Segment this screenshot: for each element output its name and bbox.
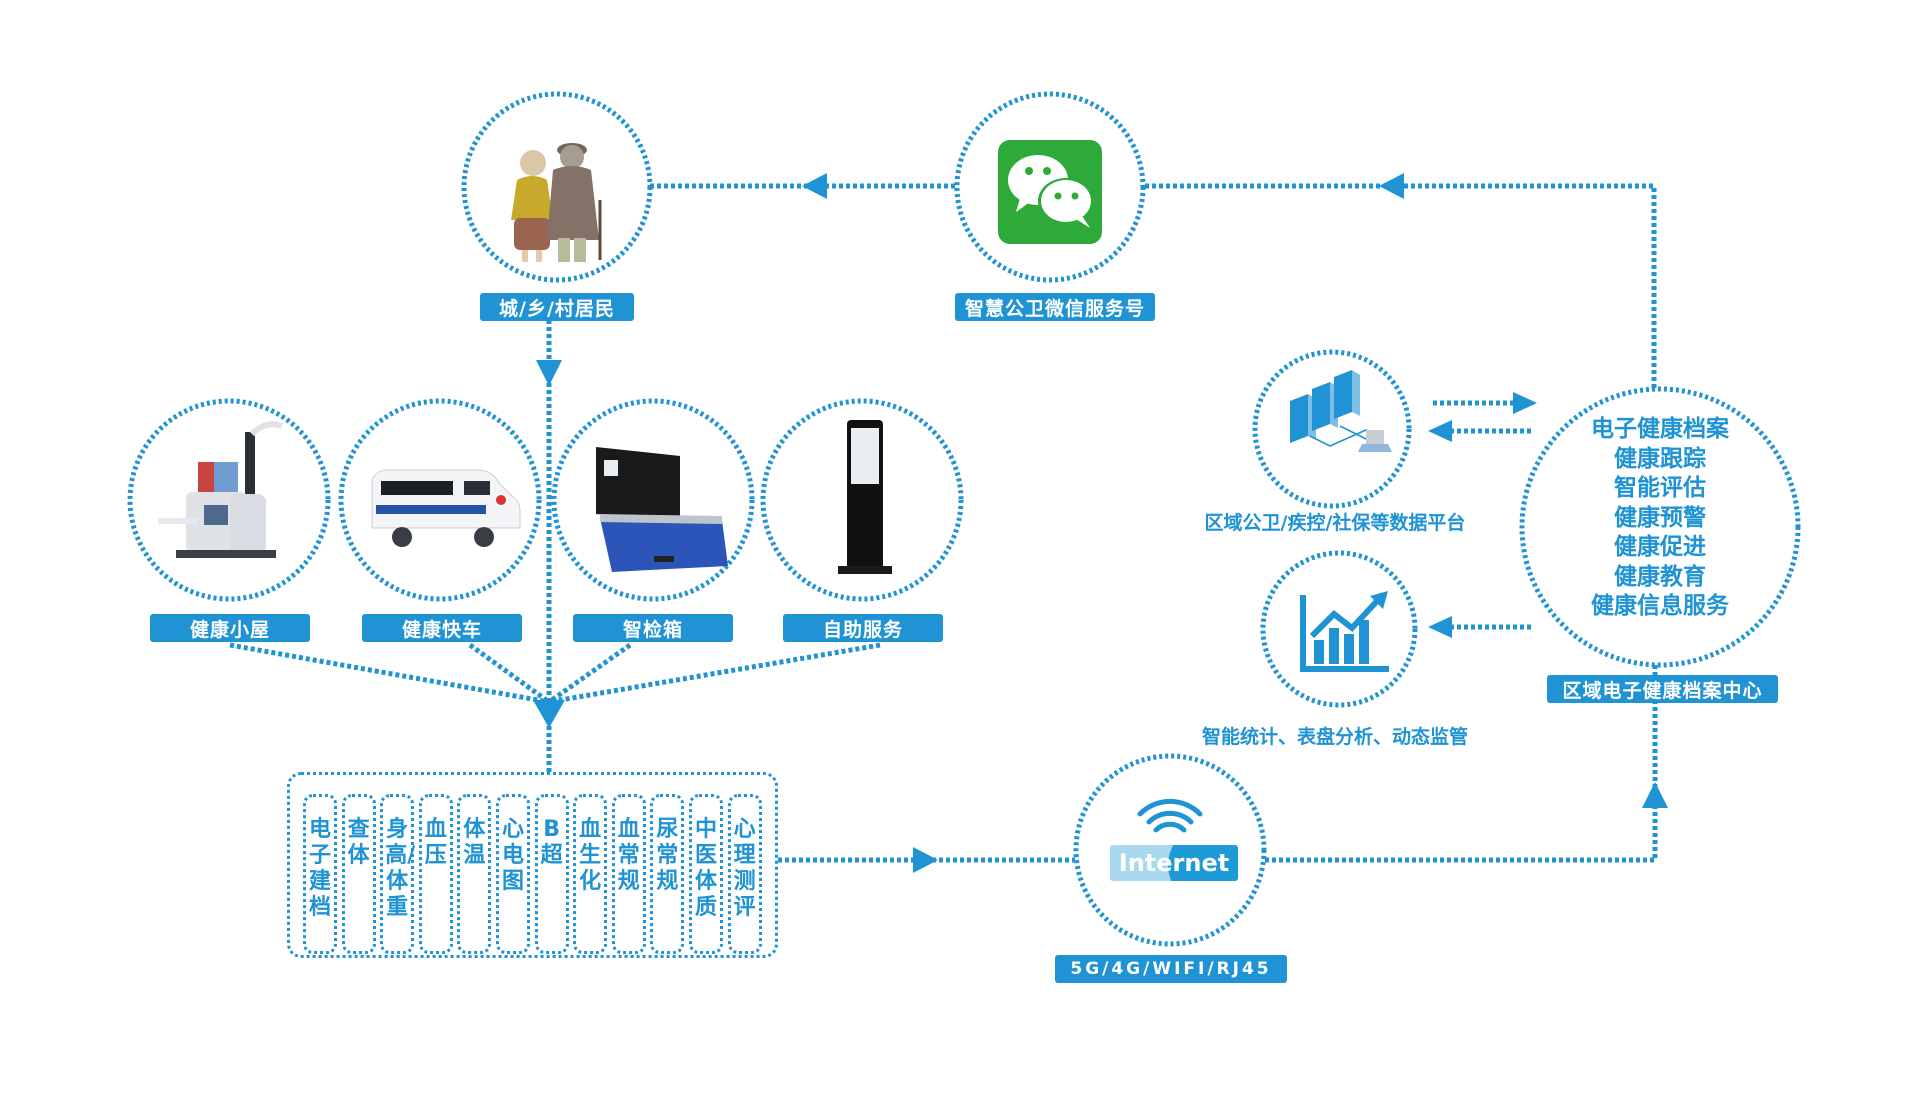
connector-selfservice xyxy=(548,642,881,705)
statistics-label: 智能统计、表盘分析、动态监管 xyxy=(1201,726,1468,748)
checkup-item-label: 血压 xyxy=(424,817,447,868)
checkup-item-label: 心电图 xyxy=(501,817,524,894)
service-item: 健康促进 xyxy=(1614,534,1706,560)
checkup-item: 体温 xyxy=(457,794,492,954)
checkup-item: 心理测评 xyxy=(727,794,762,954)
checkup-item: 血压 xyxy=(418,794,453,954)
service-item: 健康跟踪 xyxy=(1614,445,1706,472)
wechat-label: 智慧公卫微信服务号 xyxy=(955,293,1155,321)
medical-van-icon xyxy=(371,469,521,547)
health-kiosk-icon xyxy=(158,421,284,558)
checkup-item: 心电图 xyxy=(496,794,530,954)
data-platform-label: 区域公卫/疾控/社保等数据平台 xyxy=(1204,512,1466,534)
checkup-item-label: B超 xyxy=(540,817,563,868)
arrow-left-icon xyxy=(1428,616,1452,638)
checkup-item-label: 血生化 xyxy=(579,817,602,894)
checkup-item: 血常规 xyxy=(611,794,646,954)
device-label-kit: 智检箱 xyxy=(573,614,733,642)
wechat-icon xyxy=(998,140,1102,244)
checkup-item: 查体 xyxy=(341,794,376,954)
record-center-label: 区域电子健康档案中心 xyxy=(1547,675,1778,703)
network-types-label: 5G/4G/WIFI/RJ45 xyxy=(1055,955,1287,983)
checkup-item: 中医体质 xyxy=(689,794,723,954)
checkup-item-label: 中医体质 xyxy=(694,817,717,920)
growth-chart-icon xyxy=(1300,591,1389,672)
arrow-left-icon xyxy=(1379,173,1404,199)
checkup-item-label: 血常规 xyxy=(617,817,640,894)
checkup-item: 身高/体重 xyxy=(380,794,416,954)
arrow-down-icon xyxy=(533,700,565,728)
wifi-icon xyxy=(1137,798,1203,833)
medical-kit-icon xyxy=(596,447,728,572)
arrow-right-icon xyxy=(1513,392,1537,414)
checkup-item: B超 xyxy=(534,794,569,954)
checkup-item-label: 心理测评 xyxy=(733,817,756,920)
device-label-selfservice: 自助服务 xyxy=(783,614,943,642)
service-item: 健康教育 xyxy=(1614,563,1706,590)
checkup-item: 尿常规 xyxy=(650,794,685,954)
record-center-circle xyxy=(1519,386,1801,668)
self-service-terminal-icon xyxy=(838,420,892,574)
service-item: 电子健康档案 xyxy=(1591,416,1729,442)
server-network-icon xyxy=(1290,370,1392,452)
connector-kit xyxy=(547,642,632,705)
arrow-left-icon xyxy=(1428,420,1452,442)
internet-badge: Internet xyxy=(1110,845,1238,881)
platform-circle xyxy=(1252,349,1412,509)
service-item: 健康预警 xyxy=(1614,504,1706,531)
elderly-couple-icon xyxy=(511,143,602,262)
service-item: 健康信息服务 xyxy=(1591,593,1729,619)
connector-van xyxy=(468,642,551,705)
arrow-up-icon xyxy=(1642,782,1668,808)
service-item: 智能评估 xyxy=(1614,475,1706,501)
checkup-item: 电子建档 xyxy=(303,794,337,954)
arrow-right-icon xyxy=(913,847,938,873)
connector-center-to-wechat xyxy=(1145,183,1657,388)
checkup-item: 血生化 xyxy=(573,794,608,954)
internet-text: Internet xyxy=(1118,849,1230,877)
arrow-left-icon xyxy=(802,173,827,199)
checkup-item-label: 身高/体重 xyxy=(385,817,416,920)
connector-kiosk xyxy=(229,642,550,705)
checkup-item-label: 体温 xyxy=(463,817,486,868)
connector-internet-to-center xyxy=(1265,703,1658,863)
record-center-services: 电子健康档案 健康跟踪 智能评估 健康预警 健康促进 健康教育 健康信息服务 xyxy=(1525,415,1795,622)
checkup-items-box xyxy=(287,772,778,958)
device-label-van: 健康快车 xyxy=(362,614,522,642)
checkup-item-label: 尿常规 xyxy=(656,817,679,894)
checkup-item-label: 查体 xyxy=(347,817,370,868)
internet-badge-accent xyxy=(1168,845,1238,881)
device-label-kiosk: 健康小屋 xyxy=(150,614,310,642)
arrow-down-icon xyxy=(536,360,562,386)
residents-label: 城/乡/村居民 xyxy=(480,293,634,321)
checkup-item-label: 电子建档 xyxy=(308,817,331,920)
